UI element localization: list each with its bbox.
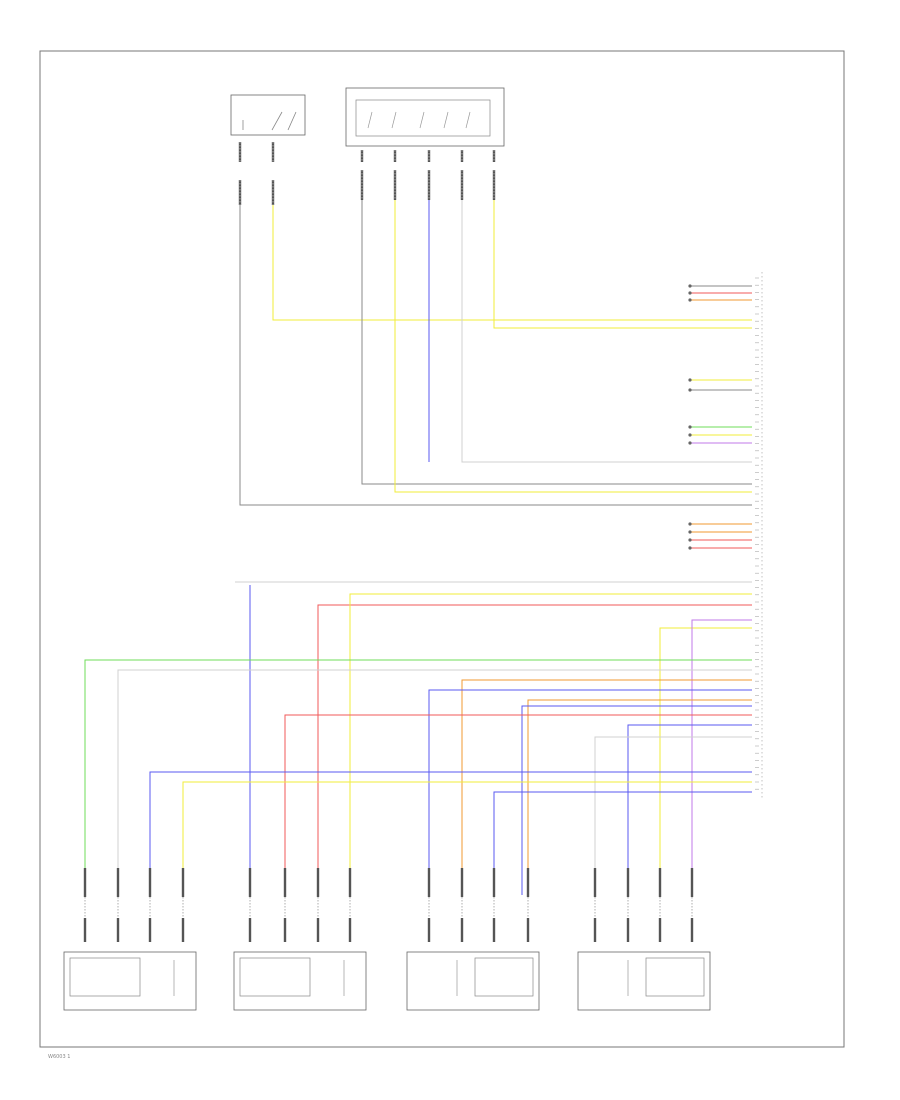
stub-dot-1-1 xyxy=(688,388,692,392)
bottom-module-4-motor xyxy=(645,957,705,997)
bottom-module-1 xyxy=(63,868,197,1011)
stub-dot-3-0 xyxy=(688,522,692,526)
diagram-frame xyxy=(39,50,845,1048)
bottom-module-2-body xyxy=(233,951,367,1011)
wire-white-top xyxy=(461,200,752,463)
wire-yellow-top xyxy=(272,205,752,321)
wire-blue-b3c xyxy=(493,791,752,895)
wire-gray-2 xyxy=(361,200,752,485)
bottom-module-3-body xyxy=(406,951,540,1011)
wire-red-b2 xyxy=(317,604,752,895)
wires xyxy=(84,200,752,895)
wire-blue-b1b xyxy=(149,771,752,895)
stub-dot-1-0 xyxy=(688,378,692,382)
bottom-module-2-motor xyxy=(239,957,311,997)
stub-dot-3-1 xyxy=(688,530,692,534)
stub-dot-0-0 xyxy=(688,284,692,288)
wire-white-b4 xyxy=(594,736,752,895)
wire-blue-b3b xyxy=(521,705,752,895)
wire-yellow-b1 xyxy=(182,781,752,895)
wire-blue-b3 xyxy=(428,689,752,895)
right-connector-labels xyxy=(688,277,759,790)
stub-dot-3-3 xyxy=(688,546,692,550)
stub-dot-2-0 xyxy=(688,425,692,429)
bottom-module-4-body xyxy=(577,951,711,1011)
page-id: W6003 1 xyxy=(48,1054,70,1060)
stub-dot-2-1 xyxy=(688,433,692,437)
wire-yellow-3 xyxy=(493,200,752,329)
top-connector-pins xyxy=(238,142,496,205)
wire-green-b1 xyxy=(84,659,752,895)
wire-red-b2b xyxy=(284,714,752,895)
wire-orange-b3b xyxy=(527,699,752,895)
wire-yellow-b4 xyxy=(659,627,752,895)
bottom-module-4 xyxy=(577,868,711,1011)
bottom-module-3 xyxy=(406,868,540,1011)
bottom-module-2 xyxy=(233,868,367,1011)
stub-dot-2-2 xyxy=(688,441,692,445)
wire-white-b1 xyxy=(117,669,752,895)
bottom-module-1-motor xyxy=(69,957,141,997)
wire-violet-b4 xyxy=(691,619,752,895)
bottom-module-3-motor xyxy=(474,957,534,997)
wire-blue-b4 xyxy=(627,724,752,895)
top-center-module xyxy=(345,87,505,147)
wire-yellow-b2 xyxy=(349,593,752,895)
bottom-components xyxy=(63,868,711,1011)
wire-orange-b3 xyxy=(461,679,752,895)
wire-yellow-2 xyxy=(394,200,752,493)
bottom-module-1-body xyxy=(63,951,197,1011)
wire-gray-left xyxy=(239,205,752,506)
stub-dot-0-2 xyxy=(688,298,692,302)
stub-dot-3-2 xyxy=(688,538,692,542)
stub-dot-0-1 xyxy=(688,291,692,295)
top-left-switch xyxy=(230,94,306,136)
